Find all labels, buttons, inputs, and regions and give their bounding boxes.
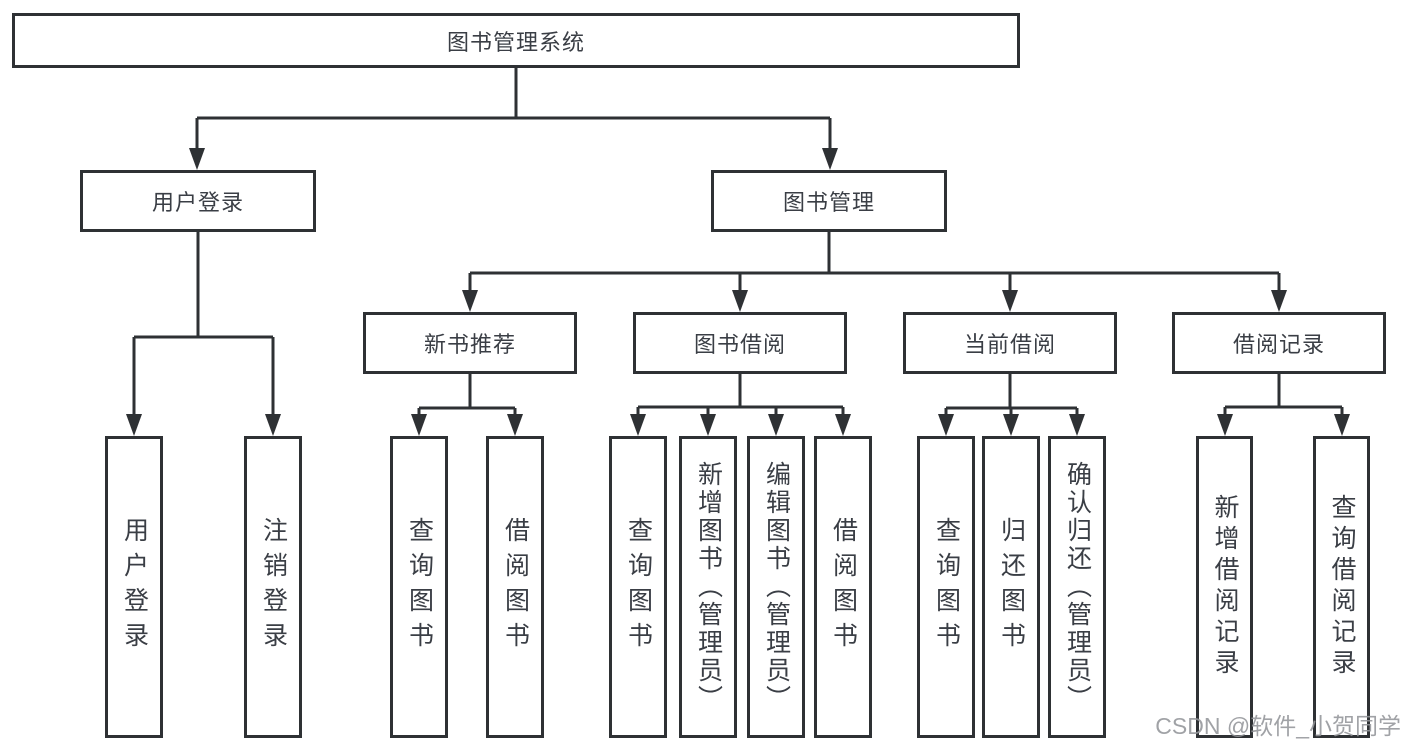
node-book-borrow: 图书借阅	[633, 312, 847, 374]
node-user-login: 用户登录	[80, 170, 316, 232]
node-label: 借阅图书	[829, 517, 858, 657]
node-label: 借阅记录	[1232, 332, 1325, 357]
node-label: 查询图书	[624, 517, 653, 657]
node-book-management: 图书管理	[711, 170, 947, 232]
node-label: 图书管理系统	[446, 29, 585, 55]
node-label: 图书管理	[782, 190, 875, 215]
node-label: 确认归还（管理员）	[1063, 461, 1092, 713]
leaf-borrow-books-2: 借阅图书	[814, 436, 872, 738]
node-label: 归还图书	[997, 517, 1026, 657]
node-label: 查询借阅记录	[1328, 494, 1356, 680]
node-borrow-records: 借阅记录	[1172, 312, 1386, 374]
node-label: 图书借阅	[693, 332, 786, 357]
leaf-borrow-books-1: 借阅图书	[486, 436, 544, 738]
node-label: 新书推荐	[423, 332, 516, 357]
node-root-system: 图书管理系统	[12, 13, 1020, 68]
node-current-borrow: 当前借阅	[903, 312, 1117, 374]
leaf-edit-book-admin: 编辑图书（管理员）	[747, 436, 805, 738]
leaf-query-books-2: 查询图书	[609, 436, 667, 738]
node-label: 注销登录	[259, 517, 288, 657]
leaf-query-books-1: 查询图书	[390, 436, 448, 738]
leaf-add-borrow-record: 新增借阅记录	[1196, 436, 1253, 738]
node-label: 借阅图书	[501, 517, 530, 657]
leaf-confirm-return-admin: 确认归还（管理员）	[1048, 436, 1106, 738]
node-label: 查询图书	[405, 517, 434, 657]
leaf-return-book: 归还图书	[982, 436, 1040, 738]
leaf-query-books-3: 查询图书	[917, 436, 975, 738]
node-label: 新增图书（管理员）	[694, 461, 723, 713]
leaf-user-login: 用户登录	[105, 436, 163, 738]
node-label: 编辑图书（管理员）	[762, 461, 791, 713]
csdn-watermark: CSDN @软件_小贺同学	[1155, 713, 1401, 739]
node-new-book-recommend: 新书推荐	[363, 312, 577, 374]
node-label: 用户登录	[151, 190, 244, 215]
node-label: 查询图书	[932, 517, 961, 657]
leaf-add-book-admin: 新增图书（管理员）	[679, 436, 737, 738]
node-label: 当前借阅	[963, 332, 1056, 357]
node-label: 用户登录	[120, 517, 149, 657]
leaf-query-borrow-record: 查询借阅记录	[1313, 436, 1370, 738]
node-label: 新增借阅记录	[1211, 494, 1239, 680]
leaf-logout: 注销登录	[244, 436, 302, 738]
